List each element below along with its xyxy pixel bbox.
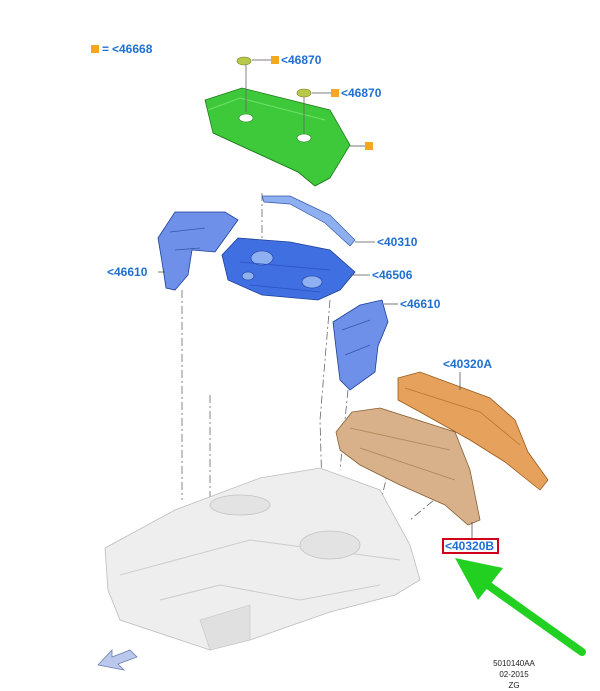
- clip-left-square-icon: [271, 56, 279, 64]
- clip-right: <46870: [296, 86, 382, 133]
- callout-upper-shelf: <40320A: [443, 357, 492, 371]
- brace-part: <40310: [261, 195, 418, 249]
- green-parcel-shelf: [204, 87, 373, 187]
- alignment-line: [319, 299, 331, 491]
- legend-equals: =: [102, 42, 109, 56]
- legend-code: <46668: [112, 42, 153, 56]
- stamp-date: 02-2015: [499, 670, 529, 679]
- legend-square-icon: [91, 45, 99, 53]
- callout-bracket-right: <46610: [400, 297, 441, 311]
- alignment-line: [339, 389, 349, 471]
- clip-right-square-icon: [331, 89, 339, 97]
- floor-pan: [104, 467, 421, 651]
- pointer-arrow-icon: [455, 558, 586, 656]
- stamp-code: 5010140AA: [493, 659, 535, 668]
- callout-clip-left: <46870: [281, 53, 322, 67]
- clip-marker-square-icon: [365, 142, 373, 150]
- callout-lower-shelf: <40320B: [445, 539, 494, 553]
- legend: = <46668: [91, 42, 153, 56]
- callout-clip-right: <46870: [341, 86, 382, 100]
- lower-shelf: <40320B: [335, 407, 499, 554]
- upper-shelf: <40320A: [397, 357, 549, 491]
- callout-bracket-left: <46610: [107, 265, 148, 279]
- bracket-right: <46610: [332, 297, 441, 391]
- callout-pan-panel: <46506: [372, 268, 413, 282]
- stamp-suffix: ZG: [508, 681, 519, 690]
- pan-panel: <46506: [221, 237, 413, 301]
- highlight-box: [442, 538, 499, 554]
- callout-brace: <40310: [377, 235, 418, 249]
- drawing-stamp: 5010140AA 02-2015 ZG: [493, 659, 535, 690]
- bracket-left: <46610: [107, 211, 239, 291]
- direction-arrow-icon: [97, 648, 138, 671]
- clip-left: <46870: [236, 53, 322, 112]
